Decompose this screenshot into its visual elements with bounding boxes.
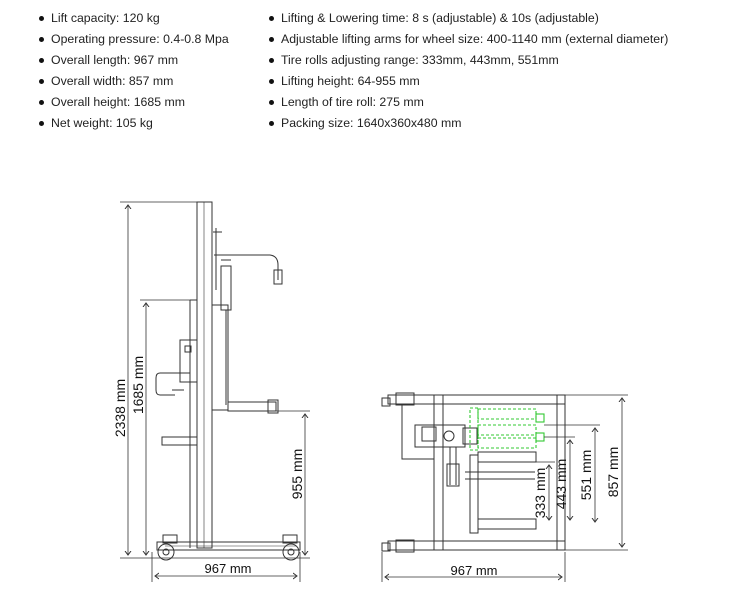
dim-total-height: 2338 mm: [112, 379, 128, 437]
spec-item: Lift capacity: 120 kg: [37, 9, 267, 30]
dim-side-length: 967 mm: [205, 561, 252, 576]
rear-handle: [155, 372, 190, 396]
lift-arm: [227, 401, 277, 412]
tire-roll-green-1: [477, 408, 537, 420]
bullet-icon: [269, 121, 274, 126]
dim-lift-height: 955 mm: [289, 449, 305, 500]
caster-left: [157, 534, 178, 561]
frame-bottom-rail: [387, 540, 566, 551]
bullet-icon: [39, 100, 44, 105]
spec-text: Length of tire roll: 275 mm: [281, 95, 424, 109]
spec-column-left: Lift capacity: 120 kg Operating pressure…: [37, 9, 267, 135]
spec-item: Length of tire roll: 275 mm: [267, 93, 737, 114]
bullet-icon: [269, 79, 274, 84]
bullet-icon: [269, 16, 274, 21]
spec-column-right: Lifting & Lowering time: 8 s (adjustable…: [267, 9, 737, 135]
spec-item: Lifting & Lowering time: 8 s (adjustable…: [267, 9, 737, 30]
side-view: [155, 201, 301, 561]
spec-item: Tire rolls adjusting range: 333mm, 443mm…: [267, 51, 737, 72]
dim-top-length: 967 mm: [451, 563, 498, 578]
spec-item: Operating pressure: 0.4-0.8 Mpa: [37, 30, 267, 51]
dim-roll-551: 551 mm: [578, 450, 594, 501]
mast: [196, 201, 213, 549]
top-view-dimensions: [381, 394, 628, 582]
spec-text: Lifting & Lowering time: 8 s (adjustable…: [281, 11, 599, 25]
tire-roll-bottom: [477, 518, 537, 530]
bullet-icon: [39, 37, 44, 42]
handle: [213, 228, 283, 290]
spec-text: Overall width: 857 mm: [51, 74, 174, 88]
spec-text: Tire rolls adjusting range: 333mm, 443mm…: [281, 53, 559, 67]
bullet-icon: [39, 121, 44, 126]
carriage: [211, 304, 229, 411]
bullet-icon: [269, 58, 274, 63]
control-box: [179, 339, 198, 383]
spec-item: Overall height: 1685 mm: [37, 93, 267, 114]
tire-roll-green-2: [477, 424, 537, 436]
dim-top-width: 857 mm: [605, 447, 621, 498]
dim-roll-333: 333 mm: [532, 468, 548, 519]
spec-item: Overall length: 967 mm: [37, 51, 267, 72]
spec-text: Lift capacity: 120 kg: [51, 11, 160, 25]
bullet-icon: [269, 37, 274, 42]
bullet-icon: [269, 100, 274, 105]
dim-roll-443: 443 mm: [553, 459, 569, 510]
side-view-dimensions: [120, 201, 310, 582]
pneumatic-cylinder: [220, 259, 232, 405]
spec-item: Net weight: 105 kg: [37, 114, 267, 135]
spec-text: Operating pressure: 0.4-0.8 Mpa: [51, 32, 229, 46]
spec-item: Packing size: 1640x360x480 mm: [267, 114, 737, 135]
spec-text: Packing size: 1640x360x480 mm: [281, 116, 462, 130]
adjustable-rolls-highlight: [469, 407, 545, 451]
tire-roll-green-3: [477, 437, 537, 449]
bullet-icon: [39, 58, 44, 63]
bullet-icon: [39, 16, 44, 21]
spec-text: Overall height: 1685 mm: [51, 95, 185, 109]
spec-item: Lifting height: 64-955 mm: [267, 72, 737, 93]
spec-item: Adjustable lifting arms for wheel size: …: [267, 30, 737, 51]
spec-text: Adjustable lifting arms for wheel size: …: [281, 32, 669, 46]
caster-right: [282, 534, 300, 561]
frame-top-rail: [387, 394, 566, 405]
spec-text: Lifting height: 64-955 mm: [281, 74, 420, 88]
spec-text: Net weight: 105 kg: [51, 116, 153, 130]
spec-item: Overall width: 857 mm: [37, 72, 267, 93]
spec-text: Overall length: 967 mm: [51, 53, 179, 67]
dim-overall-height: 1685 mm: [130, 356, 146, 414]
lift-mechanism: [401, 403, 478, 487]
frame-side-member: [433, 394, 444, 551]
tire-roll-lower: [477, 451, 537, 463]
base: [156, 541, 301, 551]
bullet-icon: [39, 79, 44, 84]
